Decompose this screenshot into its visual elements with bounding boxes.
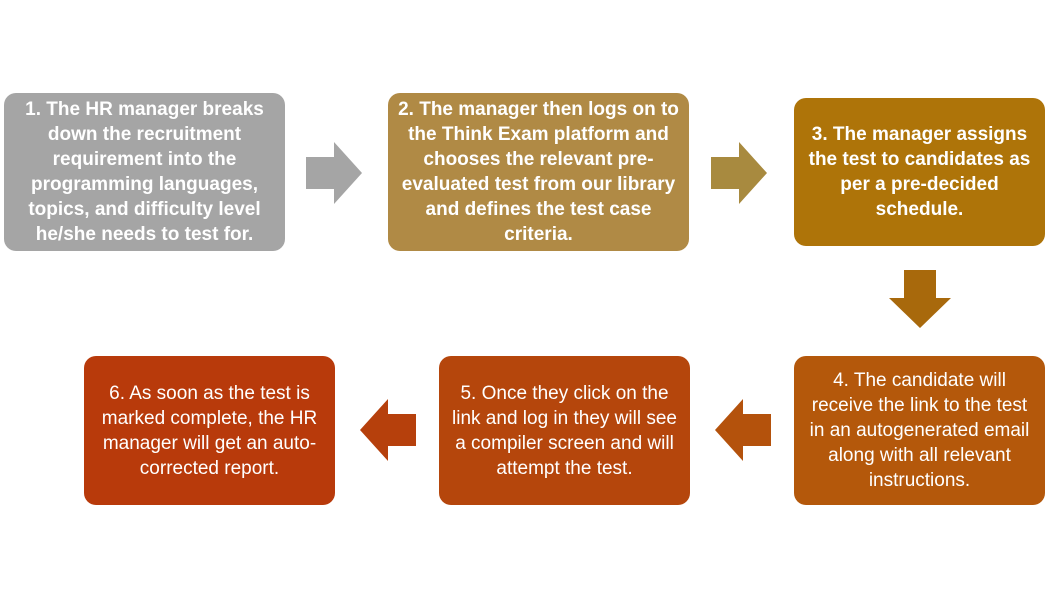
right-arrow-icon-1 <box>306 142 362 204</box>
step-6-text: 6. As soon as the test is marked complet… <box>101 382 318 479</box>
arrow-5-shape <box>360 399 416 461</box>
down-arrow-icon <box>889 270 951 328</box>
left-arrow-icon-2 <box>360 399 416 461</box>
step-1-box: 1. The HR manager breaks down the recrui… <box>4 93 285 251</box>
step-6-box: 6. As soon as the test is marked complet… <box>84 356 335 505</box>
step-4-box: 4. The candidate will receive the link t… <box>794 356 1045 505</box>
arrow-3-shape <box>889 270 951 328</box>
step-4-text: 4. The candidate will receive the link t… <box>809 370 1030 491</box>
arrow-4-shape <box>715 399 771 461</box>
step-1-text: 1. The HR manager breaks down the recrui… <box>25 99 264 245</box>
step-3-text: 3. The manager assigns the test to candi… <box>808 124 1031 220</box>
arrow-1-shape <box>306 142 362 204</box>
step-3-box: 3. The manager assigns the test to candi… <box>794 98 1045 246</box>
left-arrow-icon-1 <box>715 399 771 461</box>
arrow-2-shape <box>711 142 767 204</box>
step-2-text: 2. The manager then logs on to the Think… <box>398 99 679 245</box>
step-5-box: 5. Once they click on the link and log i… <box>439 356 690 505</box>
step-2-box: 2. The manager then logs on to the Think… <box>388 93 689 251</box>
right-arrow-icon-2 <box>711 142 767 204</box>
step-5-text: 5. Once they click on the link and log i… <box>452 382 677 479</box>
